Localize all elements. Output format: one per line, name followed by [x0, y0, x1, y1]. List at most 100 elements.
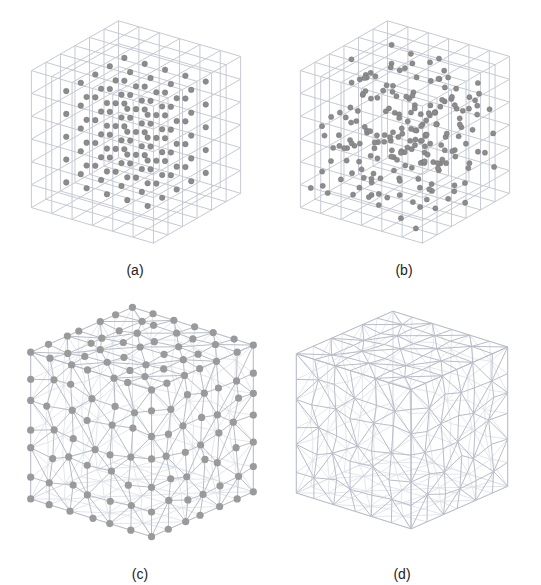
mesh-vertex [175, 343, 182, 350]
hidden-mesh-edge [153, 414, 171, 441]
mesh-edge [507, 439, 508, 462]
hidden-mesh-edge [485, 410, 508, 414]
mesh-edge [354, 340, 364, 345]
mesh-vertex [231, 336, 238, 343]
mesh-edge [116, 315, 142, 322]
hidden-mesh-edge [141, 496, 142, 510]
grid-line [422, 56, 509, 106]
mesh-vertex [235, 473, 242, 480]
mesh-edge [217, 463, 238, 477]
mesh-edge [336, 398, 355, 409]
mesh-edge [491, 439, 507, 444]
mesh-edge [47, 406, 73, 410]
sample-point [107, 63, 113, 69]
mesh-edge [47, 406, 54, 430]
hidden-mesh-edge [296, 421, 310, 444]
mesh-edge [350, 489, 372, 495]
sample-point [119, 137, 125, 143]
mesh-edge [313, 478, 314, 499]
mesh-edge [437, 349, 455, 356]
mesh-vertex [198, 414, 205, 421]
mesh-edge [457, 500, 476, 508]
sample-point [378, 176, 383, 181]
sample-point [107, 109, 113, 115]
mesh-edge [336, 409, 358, 446]
mesh-edge [236, 448, 238, 477]
mesh-edge [435, 336, 450, 342]
mesh-edge [296, 399, 311, 404]
mesh-edge [331, 334, 342, 339]
mesh-edge [201, 445, 218, 463]
hidden-mesh-edge [358, 436, 374, 446]
mesh-edge [318, 366, 335, 380]
mesh-edge [362, 318, 377, 324]
sample-point [394, 94, 399, 99]
mesh-edge [137, 333, 176, 334]
hidden-mesh-edge [391, 516, 403, 523]
sample-point [391, 168, 396, 173]
hidden-mesh-edge [137, 479, 143, 495]
mesh-vertex [216, 482, 223, 489]
mesh-vertex [184, 496, 191, 503]
mesh-edge [423, 370, 443, 376]
sample-point [174, 187, 180, 193]
mesh-edge [168, 500, 170, 529]
mesh-edge [171, 375, 185, 409]
mesh-edge [233, 422, 236, 448]
sample-point [433, 110, 438, 115]
mesh-vertex [250, 438, 257, 445]
hidden-mesh-edge [432, 323, 451, 349]
mesh-vertex [148, 407, 155, 414]
mesh-edge [354, 345, 363, 351]
sample-point [439, 142, 444, 147]
sample-point [385, 195, 390, 200]
hidden-mesh-edge [344, 472, 364, 476]
mesh-edge [315, 359, 319, 379]
mesh-edge [371, 516, 391, 522]
mesh-edge [30, 400, 31, 430]
mesh-vertex [127, 453, 134, 460]
mesh-edge [377, 318, 402, 324]
lattice-cube [31, 21, 240, 243]
sample-point [159, 127, 165, 133]
mesh-edge [472, 346, 493, 353]
mesh-edge [476, 472, 494, 481]
mesh-edge [362, 349, 400, 352]
mesh-edge [393, 311, 413, 317]
hidden-mesh-edge [296, 428, 297, 445]
hidden-mesh-edge [174, 320, 194, 347]
grid-line [31, 71, 153, 107]
mesh-edge [140, 346, 178, 347]
sample-point [63, 157, 69, 163]
sample-point [93, 117, 99, 123]
mesh-edge [472, 341, 490, 346]
hidden-mesh-edge [393, 342, 410, 358]
mesh-edge [87, 465, 88, 495]
sample-point [369, 176, 374, 181]
hidden-mesh-edge [234, 360, 236, 391]
sample-point [351, 192, 356, 197]
mesh-vertex [112, 311, 119, 318]
mesh-edge [217, 433, 219, 463]
mesh-edge [354, 398, 373, 423]
sample-point [188, 110, 194, 116]
grid-line [153, 56, 240, 106]
mesh-edge [183, 393, 204, 426]
mesh-vertex [250, 488, 257, 495]
hidden-mesh-edge [491, 347, 508, 361]
sample-point [139, 166, 145, 172]
grid-line [300, 116, 422, 152]
mesh-vertex [234, 495, 241, 502]
mesh-edge [397, 336, 413, 344]
mesh-vertex [106, 451, 113, 458]
hidden-mesh-edge [451, 330, 452, 350]
sample-point [188, 156, 194, 162]
mesh-vertex [141, 373, 148, 380]
mesh-edge [377, 311, 393, 318]
hidden-mesh-edge [134, 467, 154, 474]
mesh-edge [489, 393, 508, 420]
sample-point [104, 191, 110, 197]
mesh-vertex [191, 323, 198, 330]
mesh-edge [362, 325, 380, 334]
mesh-vertex [89, 515, 96, 522]
